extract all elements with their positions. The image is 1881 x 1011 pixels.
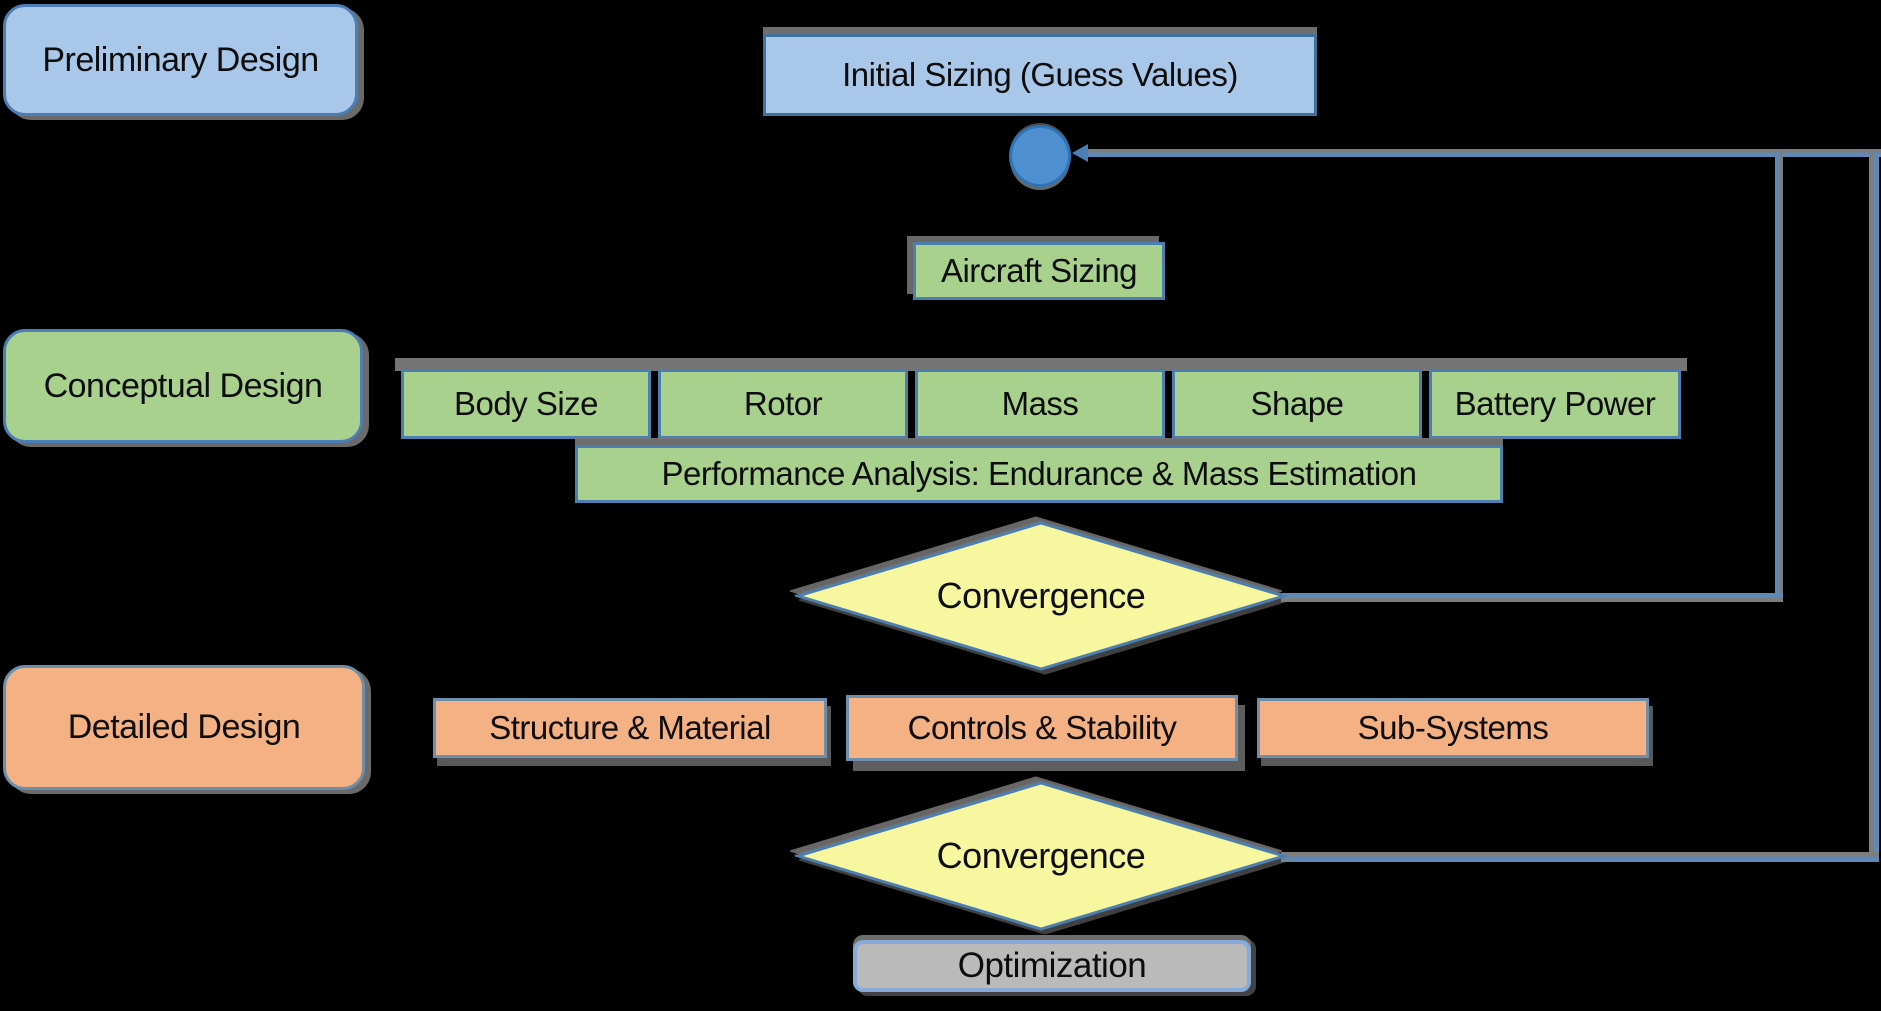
feedback-line-vertical-2: [1869, 153, 1879, 861]
node-sub-systems: Sub-Systems: [1257, 698, 1649, 758]
arrowhead-into-start-icon: [1072, 144, 1088, 162]
node-aircraft-sizing-label: Aircraft Sizing: [940, 252, 1138, 289]
node-controls-stability-label: Controls & Stability: [907, 709, 1177, 746]
decision-convergence-1-label: Convergence: [936, 575, 1146, 616]
node-initial-sizing: Initial Sizing (Guess Values): [763, 34, 1317, 116]
feedback-line-top-horizontal: [1085, 149, 1881, 157]
stage-preliminary-design: Preliminary Design: [3, 4, 358, 116]
feedback-line-convergence2-horizontal: [1281, 852, 1879, 862]
node-optimization-label: Optimization: [957, 946, 1147, 985]
node-battery-power: Battery Power: [1429, 369, 1681, 439]
node-structure-material-label: Structure & Material: [489, 709, 771, 746]
stage-conceptual-design-label: Conceptual Design: [43, 366, 323, 405]
node-controls-stability: Controls & Stability: [846, 695, 1238, 761]
stage-detailed-design-label: Detailed Design: [67, 708, 301, 746]
node-shape: Shape: [1172, 369, 1422, 439]
node-rotor: Rotor: [658, 369, 908, 439]
decision-convergence-1: Convergence: [795, 520, 1287, 672]
node-sub-systems-label: Sub-Systems: [1357, 709, 1549, 746]
loop-start-node-circle: [1009, 125, 1071, 187]
convergence-2-diamond-shape: [795, 781, 1287, 931]
node-mass-label: Mass: [1001, 385, 1079, 422]
node-optimization: Optimization: [853, 940, 1251, 992]
node-rotor-label: Rotor: [743, 385, 823, 422]
node-body-size-label: Body Size: [453, 385, 599, 422]
node-structure-material: Structure & Material: [433, 698, 827, 758]
convergence-1-diamond-shape: [795, 521, 1287, 671]
node-aircraft-sizing: Aircraft Sizing: [913, 242, 1165, 300]
feedback-line-convergence1-horizontal: [1281, 593, 1783, 602]
sizing-row-shadow: [395, 358, 1687, 371]
decision-convergence-2-label: Convergence: [936, 835, 1146, 876]
decision-convergence-2: Convergence: [795, 780, 1287, 932]
stage-detailed-design: Detailed Design: [3, 665, 365, 790]
node-body-size: Body Size: [401, 369, 651, 439]
node-battery-power-label: Battery Power: [1454, 385, 1656, 422]
stage-conceptual-design: Conceptual Design: [3, 329, 363, 443]
node-initial-sizing-label: Initial Sizing (Guess Values): [842, 56, 1238, 93]
node-mass: Mass: [915, 369, 1165, 439]
node-performance-analysis: Performance Analysis: Endurance & Mass E…: [575, 445, 1503, 503]
node-shape-label: Shape: [1250, 385, 1344, 422]
node-performance-analysis-label: Performance Analysis: Endurance & Mass E…: [661, 455, 1417, 492]
stage-preliminary-design-label: Preliminary Design: [42, 40, 319, 79]
feedback-line-vertical-1: [1775, 153, 1783, 602]
